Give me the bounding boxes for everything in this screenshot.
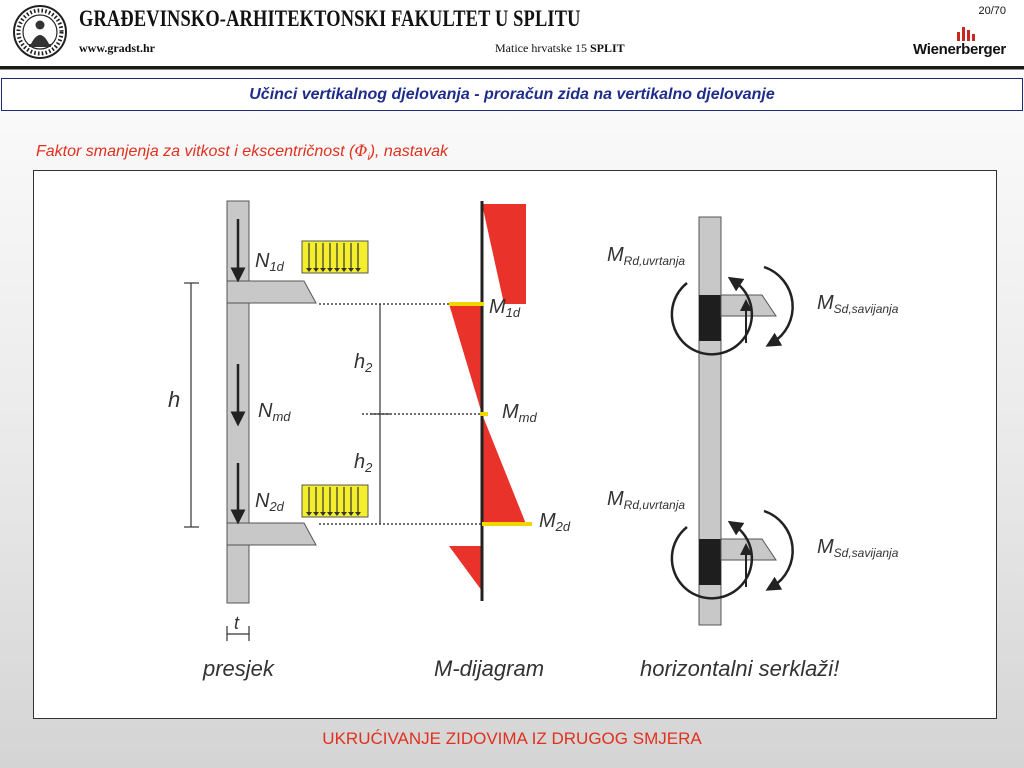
website-link[interactable]: www.gradst.hr xyxy=(79,41,156,55)
slide-title-box: Učinci vertikalnog djelovanja - proračun… xyxy=(1,78,1023,111)
wall-section: N1d Nmd N2d h t presjek xyxy=(168,200,369,681)
wienerberger-logo: Wienerberger xyxy=(910,24,1020,62)
subtitle-text-end: ), nastavak xyxy=(369,143,448,160)
header-divider-thin xyxy=(0,69,1024,70)
moment-area-mid-right xyxy=(482,414,526,524)
address-city: SPLIT xyxy=(589,41,625,55)
brick-flame-icon xyxy=(957,27,975,41)
top-slab xyxy=(226,280,317,304)
subtitle-text: Faktor smanjenja za vitkost i ekscentrič… xyxy=(36,143,355,160)
school-title: GRAĐEVINSKO-ARHITEKTONSKI FAKULTET U SPL… xyxy=(79,6,581,31)
figure-panel: N1d Nmd N2d h t presjek h2 h2 xyxy=(33,170,997,719)
label-t: t xyxy=(234,613,240,633)
label-msd-lower: MSd,savijanja xyxy=(817,536,899,560)
logo-text: Wienerberger xyxy=(913,41,1006,58)
load-block-bottom xyxy=(301,484,369,518)
load-block-top xyxy=(301,240,369,274)
label-mmd: Mmd xyxy=(502,401,538,425)
phi-symbol: Φ xyxy=(354,141,368,160)
upper-bending-moment-arc xyxy=(763,265,794,347)
lower-bending-moment-arc xyxy=(763,509,794,591)
lower-ring-beam xyxy=(699,539,721,585)
section-subtitle: Faktor smanjenja za vitkost i ekscentrič… xyxy=(36,141,448,163)
label-n1d: N1d xyxy=(255,250,285,274)
university-seal-icon xyxy=(13,5,67,59)
address: Matice hrvatske 15 SPLIT xyxy=(495,41,625,56)
upper-ring-beam xyxy=(699,295,721,341)
page-number: 20/70 xyxy=(978,5,1006,17)
label-mrd-lower: MRd,uvrtanja xyxy=(607,488,685,512)
ring-beam-diagram: MRd,uvrtanja MSd,savijanja MRd,uvrtanja … xyxy=(607,216,899,681)
label-n2d: N2d xyxy=(255,490,285,514)
wall-diagram: N1d Nmd N2d h t presjek h2 h2 xyxy=(168,200,899,681)
moment-area-lower xyxy=(449,546,482,591)
header-bar: GRAĐEVINSKO-ARHITEKTONSKI FAKULTET U SPL… xyxy=(0,0,1024,68)
height-dimension xyxy=(184,282,199,528)
slide-title: Učinci vertikalnog djelovanja - proračun… xyxy=(249,86,775,103)
upper-clamping-moment-arc xyxy=(670,276,754,356)
label-msd-upper: MSd,savijanja xyxy=(817,292,899,316)
label-h: h xyxy=(168,387,180,412)
moment-area-mid xyxy=(449,304,482,414)
header-divider xyxy=(0,66,1024,69)
label-m1d: M1d xyxy=(489,296,521,320)
caption-section: presjek xyxy=(202,656,275,681)
phi-subscript: i xyxy=(367,152,370,164)
h2-dimension xyxy=(370,304,390,524)
label-mrd-upper: MRd,uvrtanja xyxy=(607,244,685,268)
lower-clamping-moment-arc xyxy=(670,520,754,600)
label-h2-top: h2 xyxy=(354,351,373,375)
label-h2-bottom: h2 xyxy=(354,451,373,475)
thickness-dimension xyxy=(226,626,250,641)
moment-area-upper-mask xyxy=(482,204,504,304)
caption-moment: M-dijagram xyxy=(434,656,544,681)
bottom-slab xyxy=(226,522,317,546)
moment-diagram: M1d Mmd M2d M-dijagram xyxy=(434,201,571,681)
caption-ring-beams: horizontalni serklaži! xyxy=(640,656,839,681)
label-nmd: Nmd xyxy=(258,400,291,424)
address-street: Matice hrvatske 15 xyxy=(495,41,587,55)
footer-note: UKRUĆIVANJE ZIDOVIMA IZ DRUGOG SMJERA xyxy=(322,729,702,748)
label-m2d: M2d xyxy=(539,510,571,534)
